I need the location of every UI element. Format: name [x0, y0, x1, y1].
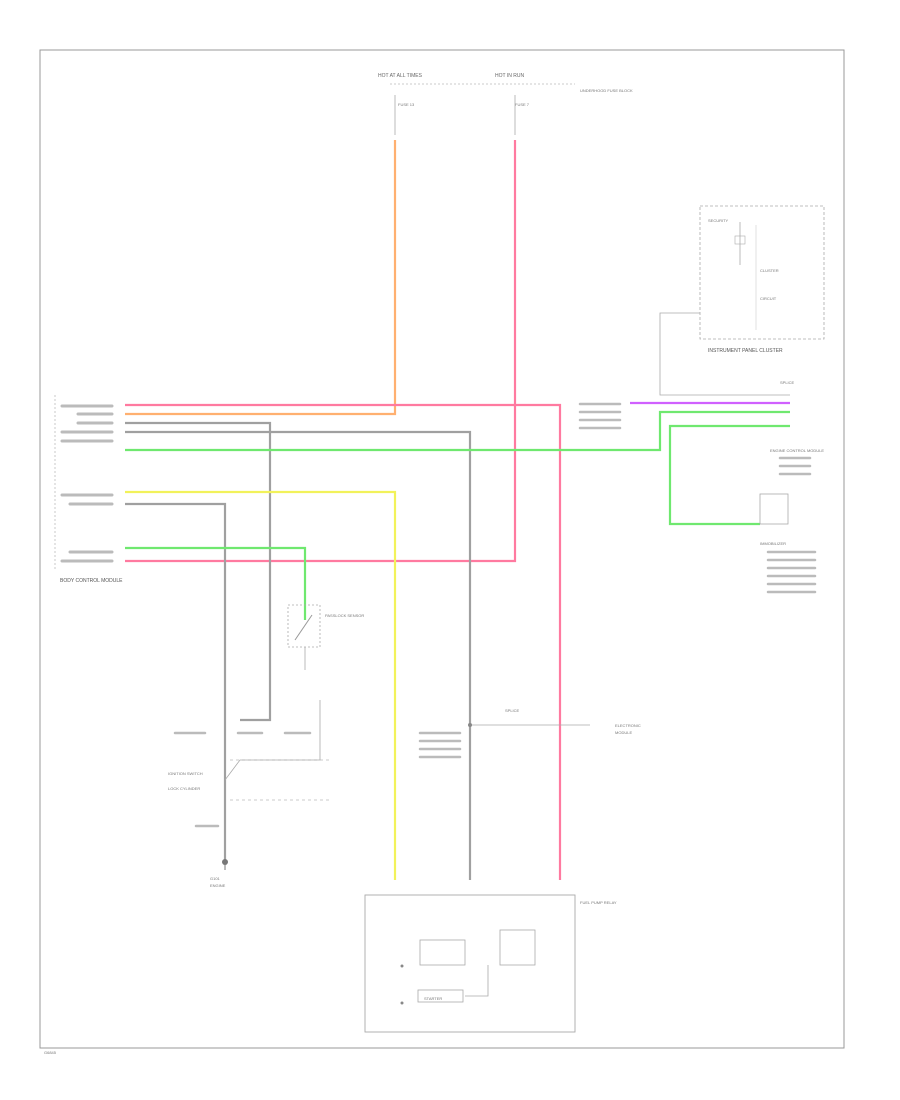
module-contact-box [499, 929, 536, 966]
wire-gray-1 [125, 421, 272, 722]
module-terminal-b [400, 1001, 404, 1005]
splice-icon [468, 723, 472, 727]
module-coil-box [419, 939, 466, 966]
ground-icon [222, 859, 228, 865]
immobilizer-label: IMMOBILIZER [760, 541, 786, 546]
ground-label: G101 [210, 876, 221, 881]
module-internal-wire [465, 965, 489, 997]
wire-green-ecm [125, 410, 790, 452]
sensor-box [287, 604, 321, 648]
wire-gray-2 [125, 430, 472, 880]
ground-sub-label: ENGINE [210, 883, 226, 888]
fuel-relay-module-box [364, 894, 576, 1033]
diagram-border [39, 49, 845, 1049]
ecm-connector-label: SPLICE [780, 380, 795, 385]
electronic-label: ELECTRONIC [615, 723, 641, 728]
electronic-module-label: MODULE [615, 730, 632, 735]
wire-yellow [125, 490, 397, 880]
immobilizer-pin-labels [766, 550, 817, 594]
ipc-inner-1: SECURITY [708, 218, 729, 223]
wire-gray-3 [125, 502, 227, 860]
ipc-inner-2: CLUSTER [760, 268, 779, 273]
ecm-label: ENGINE CONTROL MODULE [770, 448, 824, 453]
hot-run-label: HOT IN RUN [495, 73, 524, 79]
wire-green-immobilizer [668, 424, 790, 526]
diagram-id: G6845 [44, 1050, 57, 1055]
bcm-label: BODY CONTROL MODULE [60, 578, 123, 584]
ipc-indicator-icon [734, 235, 746, 245]
wire-orange [125, 140, 397, 416]
sensor-switch-icon [294, 614, 313, 641]
fuel-relay-label: FUEL PUMP RELAY [580, 900, 617, 905]
lock-cylinder-label: LOCK CYLINDER [168, 786, 200, 791]
module-terminal-a [400, 964, 404, 968]
wire-group [125, 140, 790, 880]
bcm-pin-labels [60, 404, 114, 563]
wire-pink-bcm [125, 140, 517, 563]
ecm-pin-labels [578, 402, 812, 476]
ignition-switch-label: IGNITION SWITCH [168, 771, 203, 776]
module-starter-box [417, 989, 464, 1003]
ipc-feed-wire [659, 312, 790, 396]
fuse-b-label: FUSE 7 [515, 102, 530, 107]
ipc-box [699, 205, 825, 340]
ipc-inner-3: CIRCUIT [760, 296, 777, 301]
wire-pink-module [125, 403, 562, 880]
splice-pin-labels [418, 731, 462, 759]
underhood-fuse-label: UNDERHOOD FUSE BLOCK [580, 88, 633, 93]
starter-label: STARTER [424, 996, 442, 1001]
ipc-label: INSTRUMENT PANEL CLUSTER [708, 348, 783, 354]
fuse-a-label: FUSE 13 [398, 102, 415, 107]
hot-battery-label: HOT AT ALL TIMES [378, 73, 423, 79]
wire-green-sensor [125, 546, 307, 620]
ignition-switch-contacts [224, 700, 321, 781]
splice-label: SPLICE [505, 708, 520, 713]
ignition-pin-labels [173, 731, 312, 828]
sensor-label: PASSLOCK SENSOR [325, 613, 364, 618]
immobilizer-box [759, 493, 789, 525]
